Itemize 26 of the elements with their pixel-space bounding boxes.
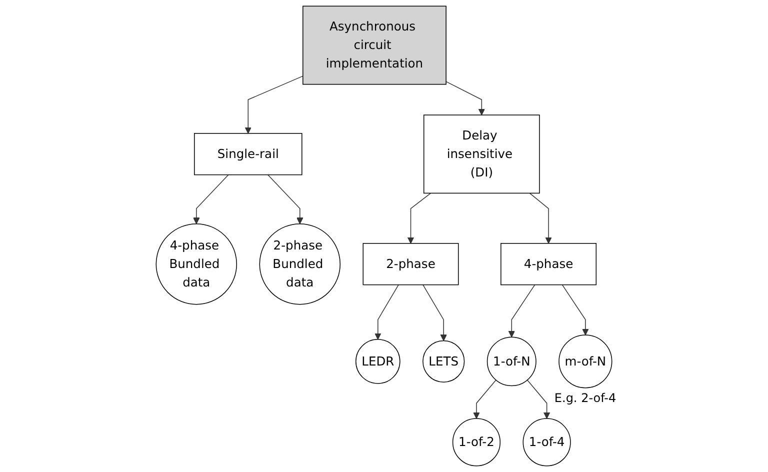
arrow bbox=[508, 284, 536, 338]
arrow bbox=[526, 380, 550, 419]
node-circle: LETS bbox=[422, 340, 465, 382]
arrow bbox=[407, 192, 432, 244]
node-box: Delay insensitive (DI) bbox=[423, 114, 540, 194]
arrow bbox=[267, 174, 304, 224]
node-circle: 1-of-N bbox=[486, 336, 536, 386]
arrow bbox=[374, 284, 399, 340]
node-box: 4-phase bbox=[500, 243, 597, 286]
node-box: Asynchronous circuit implementation bbox=[302, 6, 446, 85]
arrow bbox=[529, 192, 552, 244]
node-circle: 4-phase Bundled data bbox=[156, 223, 238, 305]
arrow bbox=[446, 81, 486, 116]
node-circle: 1-of-4 bbox=[522, 418, 571, 466]
node-circle: 1-of-2 bbox=[452, 418, 501, 466]
node-circle: LEDR bbox=[355, 339, 400, 384]
node-circle: m-of-N bbox=[558, 334, 612, 388]
arrow bbox=[562, 284, 589, 336]
arrow bbox=[244, 76, 304, 134]
node-circle: 2-phase Bundled data bbox=[259, 223, 341, 305]
node-note: E.g. 2-of-4 bbox=[554, 390, 616, 405]
arrow bbox=[193, 174, 229, 224]
node-box: Single-rail bbox=[194, 133, 302, 176]
arrow bbox=[473, 380, 496, 419]
arrow bbox=[422, 284, 447, 342]
node-box: 2-phase bbox=[362, 243, 459, 286]
